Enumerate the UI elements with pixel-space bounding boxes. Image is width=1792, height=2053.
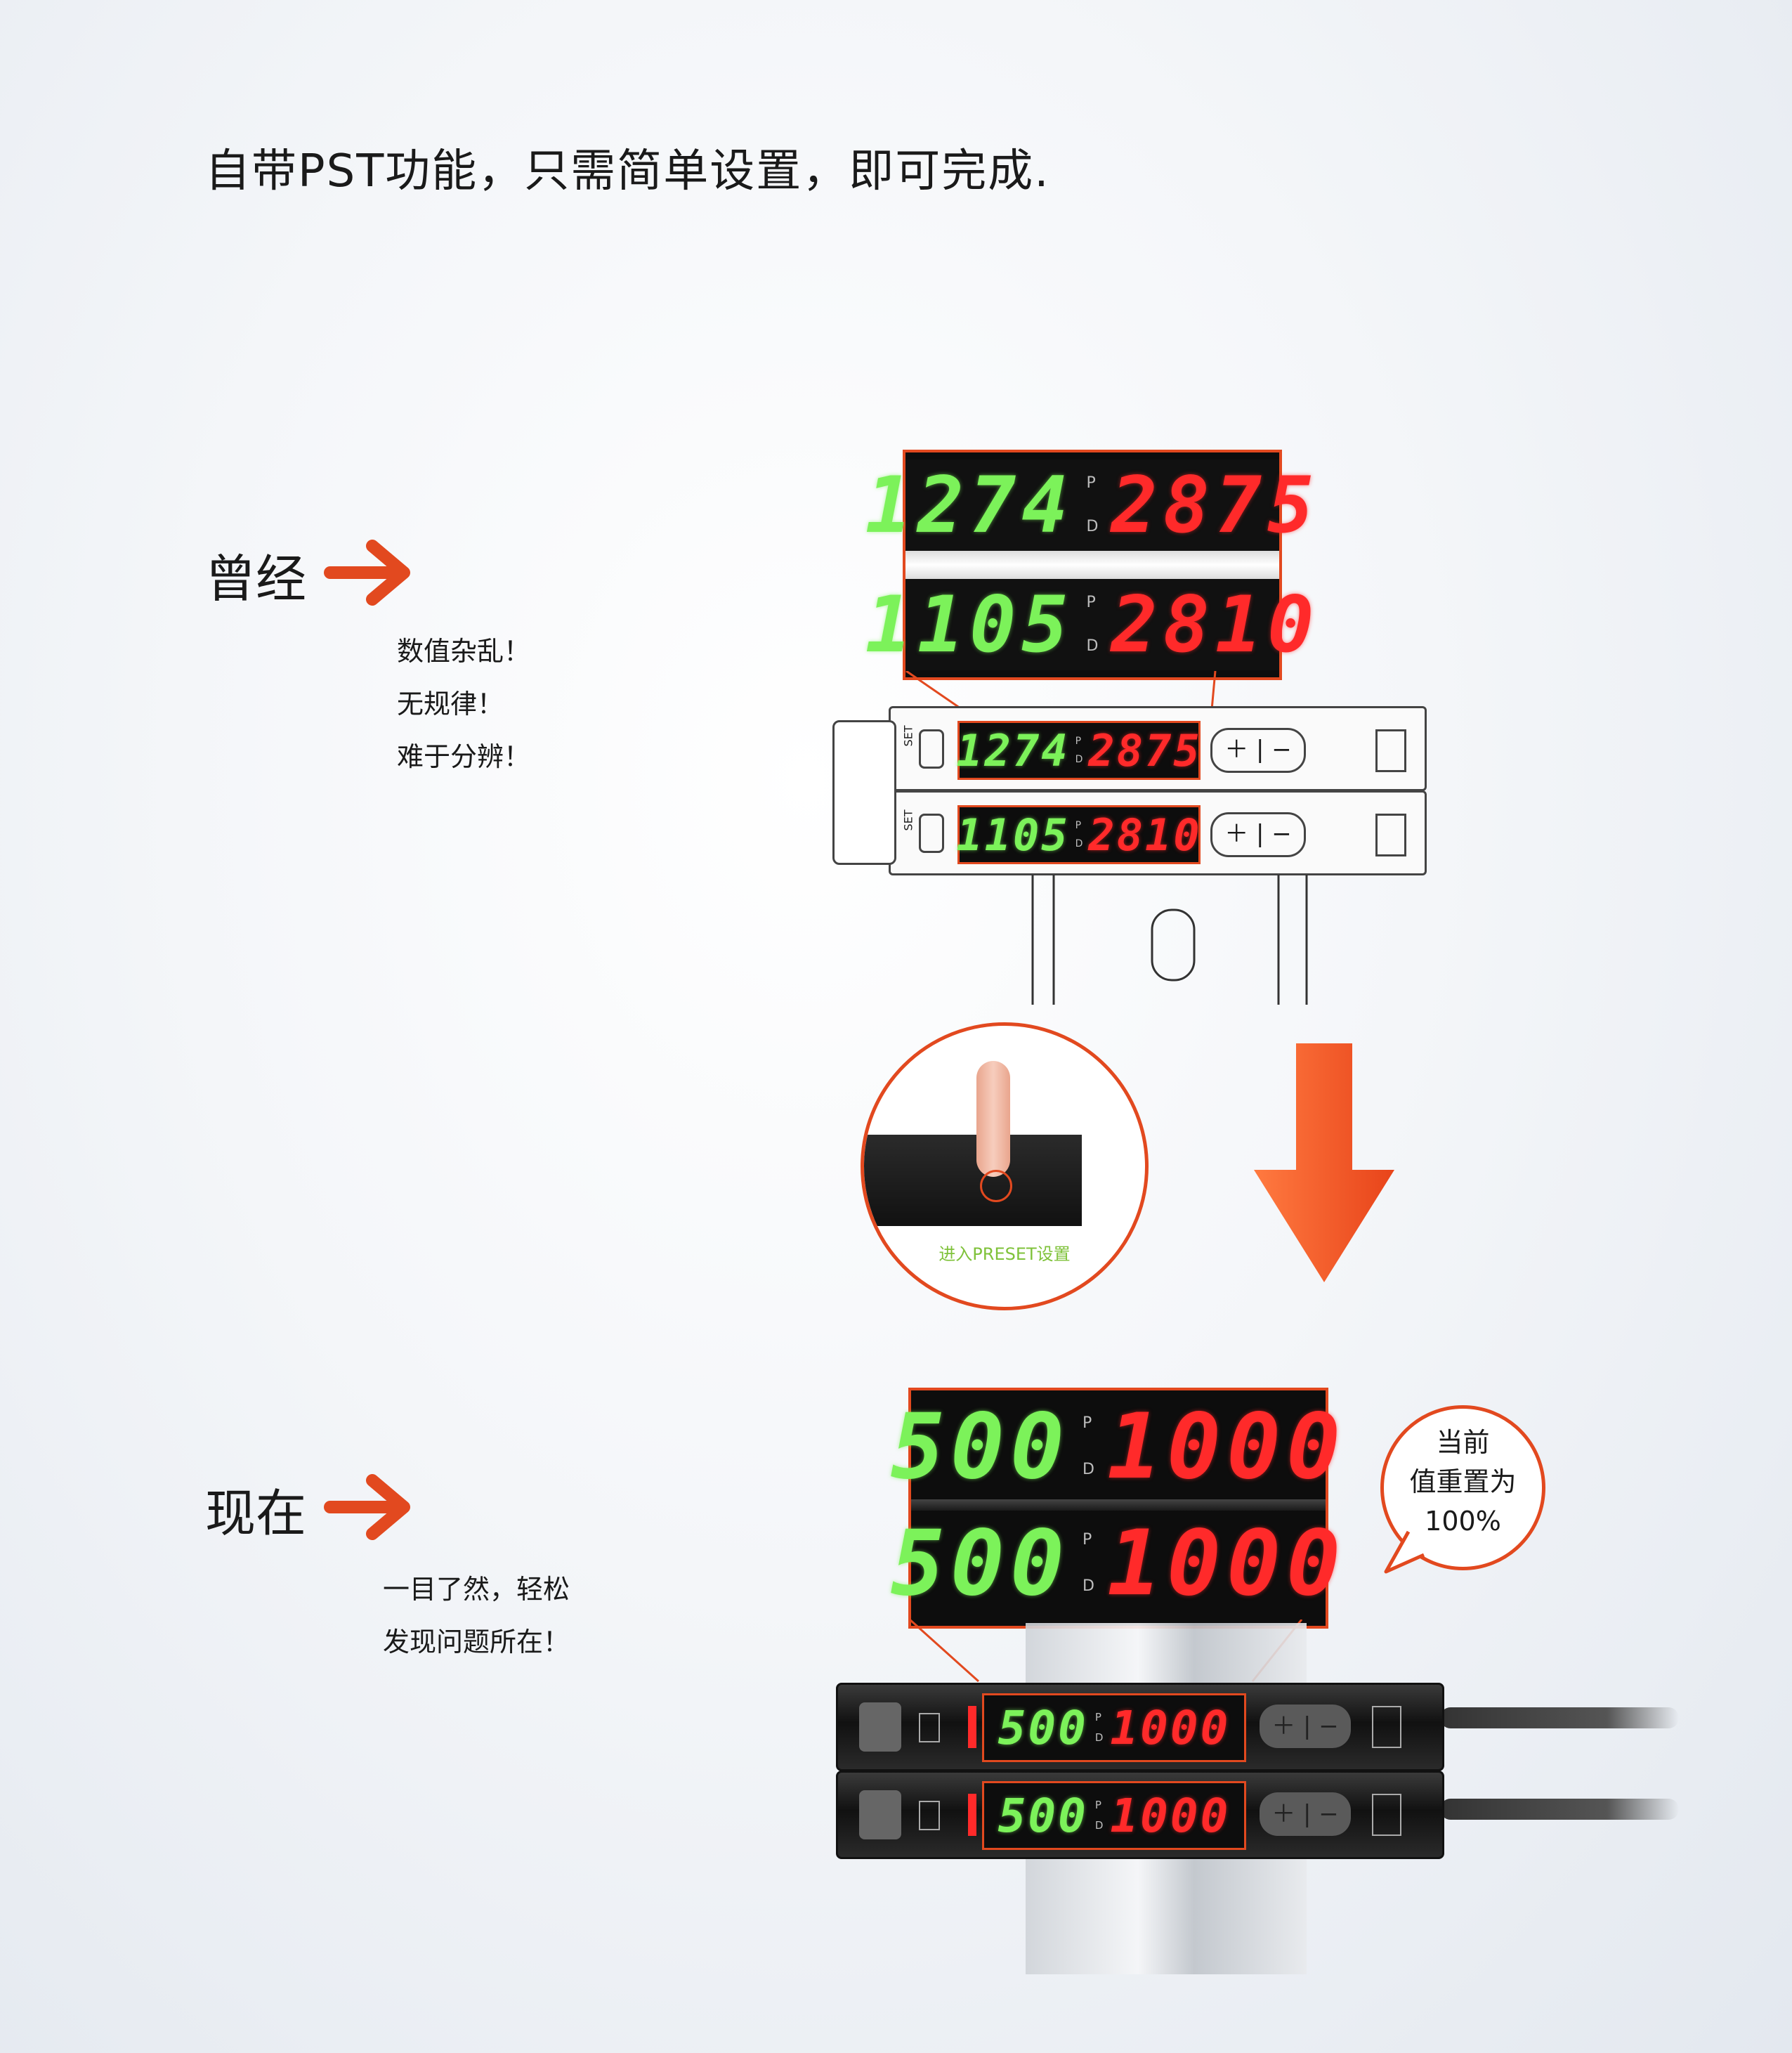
set-button[interactable] — [919, 1713, 940, 1742]
p-indicator: P — [1083, 1414, 1092, 1432]
cable — [1440, 1707, 1679, 1728]
indicator-port — [1372, 1706, 1401, 1748]
before-note-2: 无规律！ — [397, 689, 504, 719]
after-notes: 一目了然，轻松 发现问题所在！ — [383, 1563, 570, 1669]
green-value: 1105 — [865, 580, 1074, 670]
status-led — [968, 1794, 976, 1836]
preset-step-circle: 进入PRESET设置 — [861, 1022, 1149, 1310]
red-value: 2875 — [1088, 724, 1202, 776]
d-indicator: D — [1083, 1461, 1094, 1478]
bubble-tail — [1384, 1530, 1425, 1574]
before-note-1: 数值杂乱！ — [397, 636, 531, 667]
green-value: 1274 — [956, 724, 1070, 776]
plus-minus-toggle[interactable]: ＋ | − — [1210, 728, 1306, 773]
arrow-right-icon — [324, 1474, 410, 1540]
d-indicator: D — [1094, 1731, 1104, 1744]
after-label: 现在 — [205, 1484, 307, 1543]
p-indicator: P — [1086, 594, 1096, 611]
panel-divider — [911, 1499, 1326, 1511]
d-indicator: D — [1094, 1819, 1104, 1832]
d-indicator: D — [1086, 637, 1099, 655]
set-button[interactable] — [919, 814, 944, 853]
red-value: 2875 — [1111, 460, 1320, 550]
headline: 自带PST功能，只需简单设置，即可完成. — [205, 145, 1050, 197]
cable — [1440, 1799, 1679, 1820]
indicator-port — [1375, 814, 1406, 856]
set-button[interactable] — [919, 729, 944, 769]
green-value: 1105 — [956, 809, 1070, 861]
green-value: 1274 — [865, 460, 1074, 550]
set-label: SET — [901, 809, 915, 831]
after-note-2: 发现问题所在！ — [383, 1627, 570, 1657]
rail-divider — [905, 551, 1279, 579]
connector-clip — [832, 720, 896, 865]
plus-minus-toggle[interactable]: ＋ | − — [1260, 1792, 1351, 1836]
green-value: 500 — [998, 1700, 1088, 1755]
before-note-3: 难于分辨！ — [397, 741, 531, 772]
red-value: 2810 — [1088, 809, 1202, 861]
set-button[interactable] — [919, 1801, 940, 1830]
bubble-line-1: 当前 — [1436, 1427, 1490, 1458]
bubble-line-2: 值重置为 — [1409, 1466, 1517, 1497]
connector-clip — [859, 1790, 901, 1839]
p-indicator: P — [1075, 820, 1082, 831]
press-indicator-icon — [980, 1170, 1012, 1202]
d-indicator: D — [1083, 1577, 1094, 1595]
indicator-port — [1375, 729, 1406, 772]
zoom-connector — [905, 671, 1217, 711]
set-label: SET — [901, 725, 915, 747]
green-value: 500 — [890, 1394, 1070, 1499]
sensor-closeup — [864, 1135, 1082, 1226]
plus-minus-toggle[interactable]: ＋ | − — [1260, 1705, 1351, 1748]
p-indicator: P — [1083, 1531, 1092, 1549]
green-value: 500 — [890, 1511, 1070, 1616]
p-indicator: P — [1086, 474, 1096, 492]
speech-bubble: 当前 值重置为 100% — [1380, 1405, 1545, 1570]
d-indicator: D — [1075, 754, 1083, 765]
p-indicator: P — [1075, 736, 1082, 747]
status-led — [968, 1706, 976, 1748]
red-value: 2810 — [1111, 580, 1320, 670]
plus-minus-toggle[interactable]: ＋ | − — [1210, 812, 1306, 857]
red-value: 1000 — [1106, 1511, 1347, 1616]
din-rail-outline — [1031, 875, 1308, 1005]
p-indicator: P — [1094, 1799, 1101, 1811]
d-indicator: D — [1086, 518, 1099, 535]
bubble-line-3: 100% — [1425, 1506, 1501, 1537]
arrow-down-icon — [1254, 1043, 1394, 1282]
before-label: 曾经 — [205, 549, 307, 608]
red-value: 1000 — [1110, 1700, 1231, 1755]
connector-clip — [859, 1702, 901, 1752]
red-value: 1000 — [1106, 1394, 1347, 1499]
indicator-port — [1372, 1794, 1401, 1836]
after-note-1: 一目了然，轻松 — [383, 1574, 570, 1605]
preset-caption: 进入PRESET设置 — [938, 1244, 1071, 1264]
green-value: 500 — [998, 1788, 1088, 1843]
arrow-right-icon — [324, 540, 410, 606]
red-value: 1000 — [1110, 1788, 1231, 1843]
d-indicator: D — [1075, 838, 1083, 849]
before-notes: 数值杂乱！ 无规律！ 难于分辨！ — [397, 625, 530, 783]
p-indicator: P — [1094, 1711, 1101, 1723]
finger-icon — [976, 1061, 1010, 1177]
